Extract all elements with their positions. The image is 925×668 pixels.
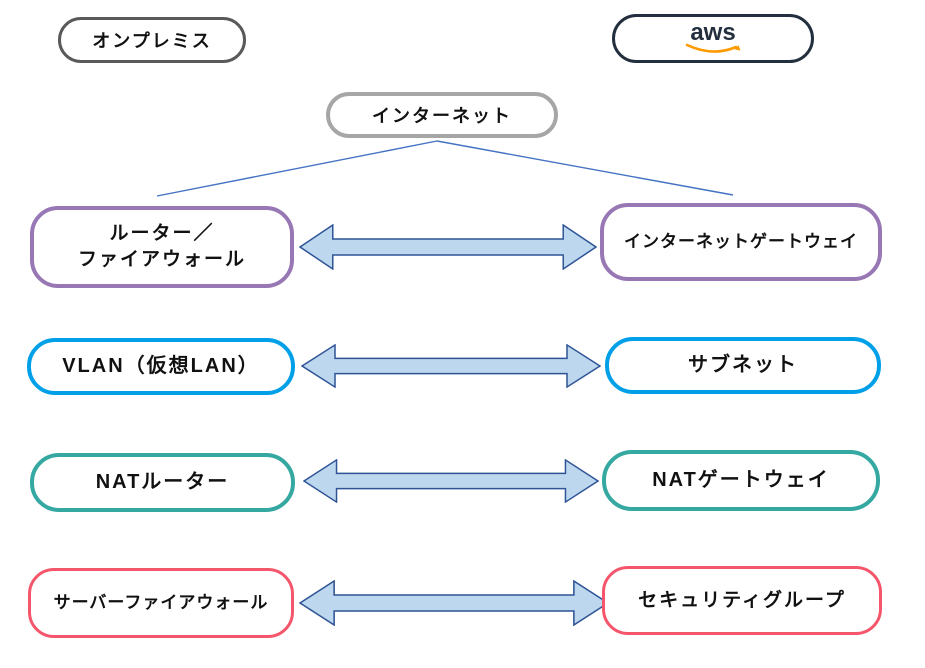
onprem-title-box: オンプレミス — [58, 17, 246, 63]
aws-subnet-label: サブネット — [688, 354, 798, 376]
onprem-nat-router-box: NATルーター — [30, 453, 295, 512]
connector-line-left — [156, 140, 438, 197]
aws-security-group-label: セキュリティグループ — [638, 589, 846, 611]
internet-box: インターネット — [326, 92, 558, 138]
aws-logo-text: aws — [690, 19, 736, 46]
connector-line-right — [436, 140, 734, 196]
onprem-router-firewall-label: ルーター／ ファイアウォール — [77, 223, 246, 270]
onprem-router-firewall-box: ルーター／ ファイアウォール — [30, 206, 294, 288]
aws-internet-gateway-box: インターネットゲートウェイ — [600, 203, 882, 281]
aws-logo: aws — [684, 21, 742, 56]
bidirectional-arrow-row1 — [299, 224, 597, 270]
onprem-vlan-label: VLAN（仮想LAN） — [62, 355, 260, 377]
aws-nat-gateway-label: NATゲートウェイ — [652, 469, 830, 491]
onprem-vlan-box: VLAN（仮想LAN） — [27, 338, 295, 395]
internet-label: インターネット — [372, 106, 512, 126]
onprem-server-firewall-box: サーバーファイアウォール — [28, 568, 294, 638]
aws-subnet-box: サブネット — [605, 337, 881, 394]
aws-logo-box: aws — [612, 14, 814, 63]
aws-security-group-box: セキュリティグループ — [602, 566, 882, 635]
aws-internet-gateway-label: インターネットゲートウェイ — [624, 231, 858, 251]
onprem-server-firewall-label: サーバーファイアウォール — [53, 592, 269, 612]
bidirectional-arrow-row2 — [301, 344, 601, 388]
aws-smile-icon — [685, 43, 741, 53]
onprem-title-label: オンプレミス — [92, 31, 212, 51]
bidirectional-arrow-row3 — [303, 459, 599, 503]
onprem-nat-router-label: NATルーター — [95, 471, 230, 493]
aws-nat-gateway-box: NATゲートウェイ — [602, 450, 880, 511]
bidirectional-arrow-row4 — [299, 580, 609, 626]
